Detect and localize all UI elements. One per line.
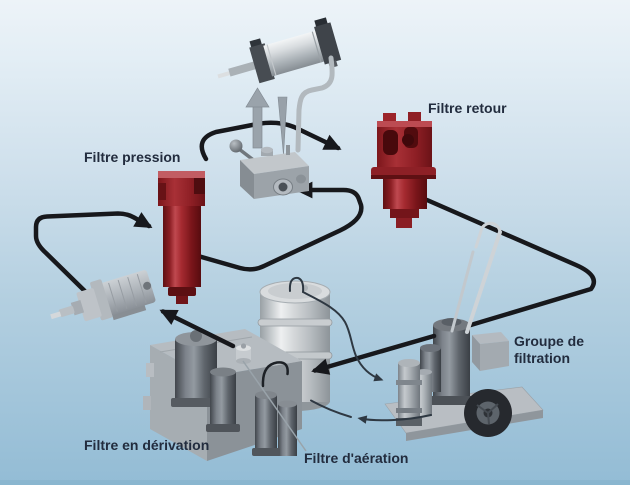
label-pressure-filter: Filtre pression — [84, 149, 181, 165]
gray-down-arrow — [277, 96, 288, 156]
cart-handle — [450, 221, 502, 334]
filtration-cart — [384, 318, 544, 441]
flow-return-filter-down — [424, 197, 597, 339]
hose-drum-to-cart — [288, 276, 384, 382]
breather-leader-line — [242, 360, 307, 452]
label-filtration-group: Groupe de filtration — [514, 333, 585, 366]
reservoir-power-unit — [143, 329, 302, 461]
hose-tank-hook — [261, 361, 289, 388]
valve-lever-knob — [229, 139, 243, 153]
pressure-filter — [158, 171, 205, 304]
flow-cart-to-drum — [311, 333, 437, 375]
label-breather-filter: Filtre d'aération — [304, 450, 409, 466]
directional-control-valve — [229, 139, 309, 199]
hydraulic-cylinder — [217, 17, 342, 84]
pump-shaft — [58, 305, 75, 318]
drum-cart-hoses — [261, 276, 432, 424]
hose-cart-to-drum — [357, 414, 432, 424]
flow-tank-to-pump — [159, 309, 236, 349]
gear-pump — [50, 270, 156, 322]
flow-filter-to-valve — [195, 181, 364, 272]
return-filter — [371, 112, 436, 228]
gray-pipe — [295, 55, 335, 153]
label-return-filter: Filtre retour — [428, 100, 507, 116]
flow-pump-to-pressure-filter — [33, 211, 153, 306]
cart-wheel — [464, 389, 512, 437]
breather-filter — [236, 343, 251, 364]
gray-up-arrow — [245, 87, 270, 149]
label-bypass-filter: Filtre en dérivation — [84, 437, 210, 453]
hose-cart-to-drum-end — [310, 399, 352, 418]
cart-filter-housing — [398, 363, 420, 418]
cylinder-valve-piping — [245, 55, 335, 156]
